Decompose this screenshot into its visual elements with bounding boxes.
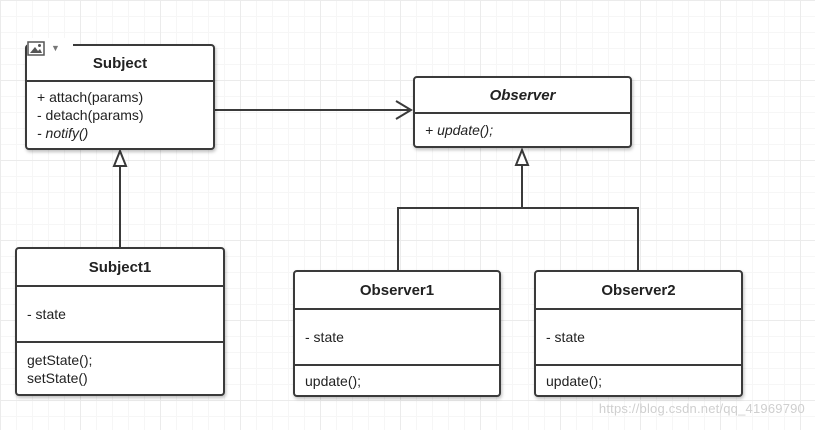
- method-update: update();: [305, 372, 362, 389]
- image-icon[interactable]: [27, 40, 45, 56]
- field-state: - state: [305, 329, 344, 345]
- class-observer1[interactable]: Observer1 - state update();: [293, 270, 501, 397]
- class-subject-name: Subject: [27, 46, 213, 82]
- image-control[interactable]: ▼: [27, 38, 73, 58]
- class-subject1-fields: - state: [17, 287, 223, 343]
- class-observer2-methods: update();: [536, 366, 741, 395]
- class-subject-methods: + attach(params) - detach(params) - noti…: [27, 82, 213, 148]
- generalization-arrowhead-subject: [112, 148, 128, 167]
- class-observer1-fields: - state: [295, 310, 499, 366]
- method-getstate: getState();: [27, 351, 93, 368]
- method-attach: + attach(params): [37, 89, 144, 105]
- class-observer1-methods: update();: [295, 366, 499, 395]
- class-observer-name: Observer: [415, 78, 630, 114]
- class-observer2[interactable]: Observer2 - state update();: [534, 270, 743, 397]
- class-observer[interactable]: Observer + update();: [413, 76, 632, 148]
- class-observer2-fields: - state: [536, 310, 741, 366]
- field-state: - state: [27, 306, 66, 322]
- method-update: update();: [546, 372, 603, 389]
- class-observer1-name: Observer1: [295, 272, 499, 310]
- class-observer2-name: Observer2: [536, 272, 741, 310]
- class-subject1-methods: getState(); setState(): [17, 343, 223, 394]
- method-detach: - detach(params): [37, 107, 144, 123]
- generalization-arrowhead-observer: [514, 147, 530, 166]
- class-subject1[interactable]: Subject1 - state getState(); setState(): [15, 247, 225, 396]
- method-notify: - notify(): [37, 125, 89, 141]
- method-setstate: setState(): [27, 369, 88, 386]
- class-observer-methods: + update();: [415, 114, 630, 146]
- field-state: - state: [546, 329, 585, 345]
- watermark-text: https://blog.csdn.net/qq_41969790: [598, 401, 805, 416]
- method-update: + update();: [425, 122, 494, 138]
- association-arrowhead: [395, 100, 413, 120]
- chevron-down-icon[interactable]: ▼: [51, 43, 60, 53]
- class-subject1-name: Subject1: [17, 249, 223, 287]
- class-subject[interactable]: Subject + attach(params) - detach(params…: [25, 44, 215, 150]
